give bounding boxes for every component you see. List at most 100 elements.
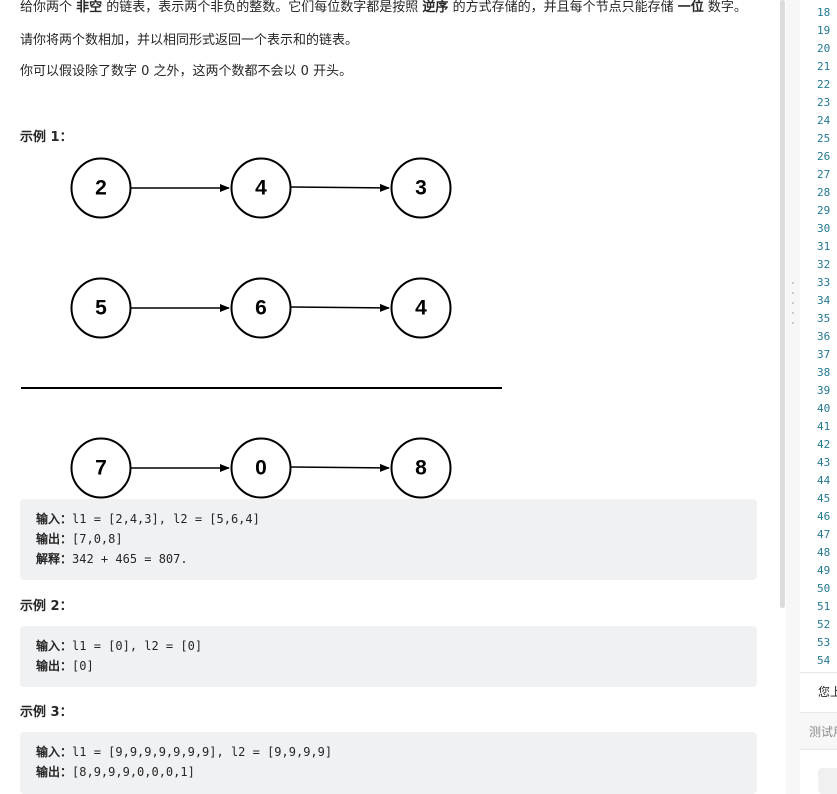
- list-node: 3: [390, 157, 452, 219]
- line-number: 20: [817, 42, 831, 55]
- example-1-code-block: 输入：l1 = [2,4,3], l2 = [5,6,4] 输出：[7,0,8]…: [20, 499, 757, 580]
- input-label: 输入：: [36, 639, 73, 653]
- list-node: 5: [70, 277, 132, 339]
- line-number: 34: [817, 294, 831, 307]
- line-number: 54: [817, 654, 831, 667]
- desc-bold-one-digit: 一位: [677, 0, 704, 15]
- line-number: 36: [817, 330, 831, 343]
- node-value: 7: [95, 457, 107, 480]
- line-number: 50: [817, 582, 831, 595]
- node-value: 0: [255, 457, 267, 480]
- grip-dot: [792, 312, 794, 314]
- grip-dot: [792, 292, 794, 294]
- line-number: 38: [817, 366, 831, 379]
- line-number: 48: [817, 546, 831, 559]
- list-row-1: 2 4 3: [70, 157, 452, 219]
- example-1-input-line: 输入：l1 = [2,4,3], l2 = [5,6,4]: [36, 509, 741, 529]
- desc-text: 的链表，表示两个非负的整数。它们每位数字都是按照: [102, 0, 423, 15]
- example-1-title: 示例 1：: [20, 130, 73, 145]
- line-number: 30: [817, 222, 831, 235]
- output-value: [0]: [72, 659, 94, 673]
- output-value: [7,0,8]: [72, 532, 123, 546]
- node-value: 4: [415, 297, 427, 320]
- list-row-2: 5 6 4: [70, 277, 452, 339]
- example-2-title: 示例 2：: [20, 599, 73, 614]
- line-number: 35: [817, 312, 831, 325]
- line-number: 52: [817, 618, 831, 631]
- arrow-2-2: [290, 303, 390, 312]
- grip-dot: [792, 322, 794, 324]
- node-value: 3: [415, 177, 427, 200]
- console-action-button[interactable]: [818, 768, 837, 794]
- description-paragraph-3: 你可以假设除了数字 0 之外，这两个数都不会以 0 开头。: [20, 64, 353, 79]
- line-number: 27: [817, 168, 831, 181]
- node-value: 4: [255, 177, 267, 200]
- desc-bold-nonempty: 非空: [76, 0, 103, 15]
- splitter-handle-grip[interactable]: [791, 282, 795, 324]
- description-paragraph-2: 请你将两个数相加，并以相同形式返回一个表示和的链表。: [20, 33, 359, 48]
- explain-label: 解释：: [36, 552, 73, 566]
- example-3-input-line: 输入：l1 = [9,9,9,9,9,9,9], l2 = [9,9,9,9]: [36, 742, 741, 762]
- line-number: 22: [817, 78, 831, 91]
- input-value: l1 = [9,9,9,9,9,9,9], l2 = [9,9,9,9]: [72, 745, 333, 759]
- line-number: 42: [817, 438, 831, 451]
- input-value: l1 = [0], l2 = [0]: [72, 639, 203, 653]
- linked-list-diagram: 2 4 3 5 6: [21, 157, 502, 499]
- example-3-title: 示例 3：: [20, 705, 73, 720]
- line-number: 25: [817, 132, 831, 145]
- line-number: 26: [817, 150, 831, 163]
- console-message: 您上: [818, 685, 837, 699]
- example-3-code-block: 输入：l1 = [9,9,9,9,9,9,9], l2 = [9,9,9,9] …: [20, 732, 757, 794]
- list-node: 4: [230, 157, 292, 219]
- node-value: 8: [415, 457, 427, 480]
- line-number: 29: [817, 204, 831, 217]
- line-number: 40: [817, 402, 831, 415]
- list-node: 2: [70, 157, 132, 219]
- list-node: 4: [390, 277, 452, 339]
- list-node: 0: [230, 437, 292, 499]
- line-number: 37: [817, 348, 831, 361]
- grip-dot: [792, 302, 794, 304]
- line-number: 44: [817, 474, 831, 487]
- example-1-explain-line: 解释：342 + 465 = 807.: [36, 549, 741, 569]
- desc-text: 的方式存储的，并且每个节点只能存储: [448, 0, 678, 15]
- output-label: 输出：: [36, 765, 73, 779]
- line-number: 51: [817, 600, 831, 613]
- line-number: 41: [817, 420, 831, 433]
- example-3-output-line: 输出：[8,9,9,9,0,0,0,1]: [36, 762, 741, 782]
- arrow-3-2: [290, 463, 390, 472]
- line-number: 39: [817, 384, 831, 397]
- line-number: 28: [817, 186, 831, 199]
- tab-testcase[interactable]: 测试用: [809, 725, 837, 739]
- input-label: 输入：: [36, 512, 73, 526]
- arrow-1-2: [290, 183, 390, 192]
- description-paragraph-1: 给你两个 非空 的链表，表示两个非负的整数。它们每位数字都是按照 逆序 的方式存…: [20, 0, 747, 17]
- list-node: 7: [70, 437, 132, 499]
- node-value: 2: [95, 177, 107, 200]
- list-node: 8: [390, 437, 452, 499]
- line-number: 21: [817, 60, 831, 73]
- desc-bold-reverse: 逆序: [422, 0, 449, 15]
- output-label: 输出：: [36, 532, 73, 546]
- explain-value: 342 + 465 = 807.: [72, 552, 188, 566]
- line-number: 23: [817, 96, 831, 109]
- console-tab-bar: 测试用: [800, 712, 837, 750]
- input-label: 输入：: [36, 745, 73, 759]
- grip-dot: [792, 282, 794, 284]
- panel-splitter[interactable]: [786, 0, 800, 794]
- example-2-code-block: 输入：l1 = [0], l2 = [0] 输出：[0]: [20, 626, 757, 687]
- node-value: 5: [95, 297, 107, 320]
- example-2-output-line: 输出：[0]: [36, 656, 741, 676]
- list-node: 6: [230, 277, 292, 339]
- description-scrollbar-thumb[interactable]: [780, 0, 785, 608]
- line-number: 45: [817, 492, 831, 505]
- editor-console-divider[interactable]: [800, 672, 837, 673]
- line-number: 24: [817, 114, 831, 127]
- desc-text: 给你两个: [20, 0, 77, 15]
- example-2-input-line: 输入：l1 = [0], l2 = [0]: [36, 636, 741, 656]
- node-value: 6: [255, 297, 267, 320]
- line-number: 33: [817, 276, 831, 289]
